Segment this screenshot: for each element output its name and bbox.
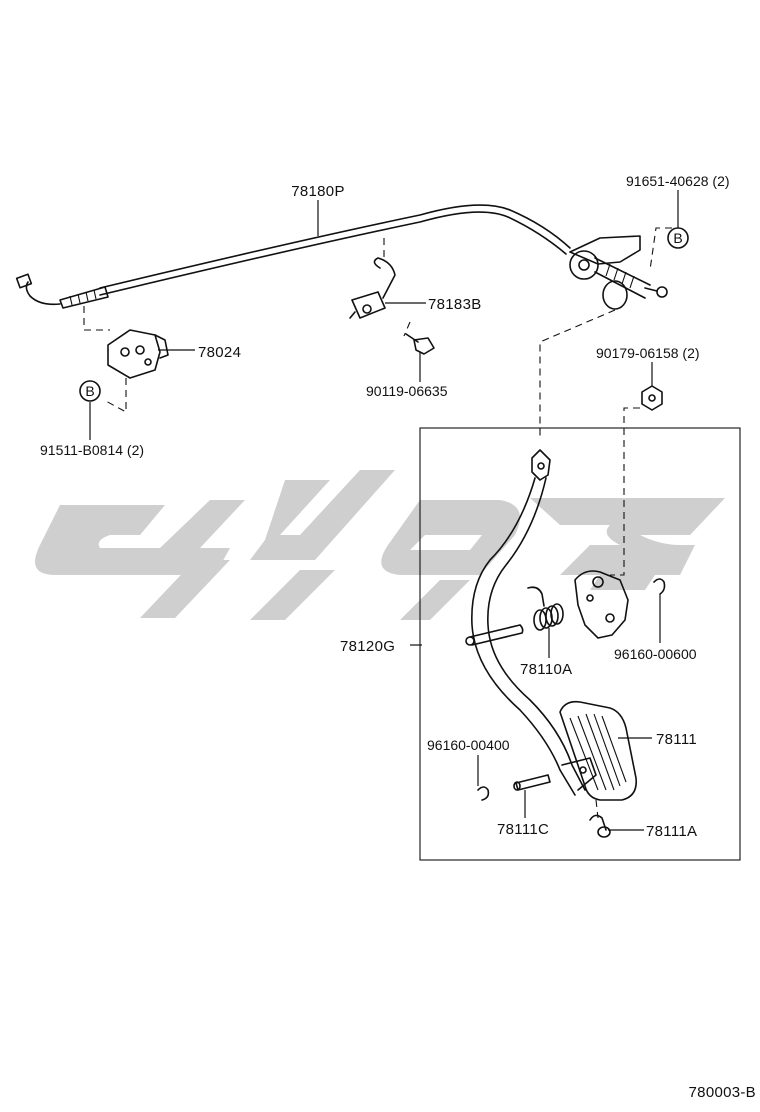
svg-text:B: B	[85, 383, 94, 399]
label-cable-bracket: 78024	[198, 344, 241, 361]
bolt-lower-part	[405, 333, 435, 355]
label-bolt-right: 91651-40628 (2)	[626, 173, 730, 189]
label-bolt-lower: 90119-06635	[366, 383, 448, 399]
pedal-pad	[559, 700, 638, 801]
figure-code: 780003-B	[689, 1084, 756, 1101]
label-spring: 78110A	[520, 661, 572, 678]
label-clip-lower: 96160-00400	[427, 737, 510, 753]
pedal-assembly-frame	[419, 427, 741, 861]
label-cable-clamp: 78183B	[428, 296, 482, 313]
marker-b-left: B	[79, 380, 101, 402]
svg-text:B: B	[673, 230, 682, 246]
throttle-bracket	[569, 235, 668, 310]
label-pedal-pad: 78111	[656, 731, 697, 748]
label-bolt-left: 91511-B0814 (2)	[40, 442, 144, 458]
assembly-guides	[83, 227, 672, 819]
nut-part	[641, 385, 663, 411]
marker-b-right: B	[667, 227, 689, 249]
pedal-lever	[465, 449, 597, 796]
clip-lower	[477, 786, 490, 801]
watermark-logo	[35, 470, 725, 620]
return-spring	[527, 586, 564, 631]
label-pedal-lever: 78120G	[340, 638, 395, 655]
clip-upper	[653, 578, 666, 595]
pad-spring	[589, 814, 611, 838]
leader-lines	[89, 190, 679, 831]
pivot-bracket	[574, 570, 629, 639]
part-labels: 78180P 78183B 78024 90119-06635 91511-B0…	[40, 173, 756, 1101]
label-cable: 78180P	[291, 183, 345, 200]
cable-bracket	[107, 329, 169, 379]
label-clip-upper: 96160-00600	[614, 646, 697, 662]
label-pin: 78111C	[497, 821, 549, 838]
label-pad-spring: 78111A	[646, 823, 697, 840]
label-nut: 90179-06158 (2)	[596, 345, 700, 361]
accelerator-cable	[15, 204, 571, 309]
cable-clamp	[349, 257, 396, 319]
pin-part	[513, 774, 551, 791]
